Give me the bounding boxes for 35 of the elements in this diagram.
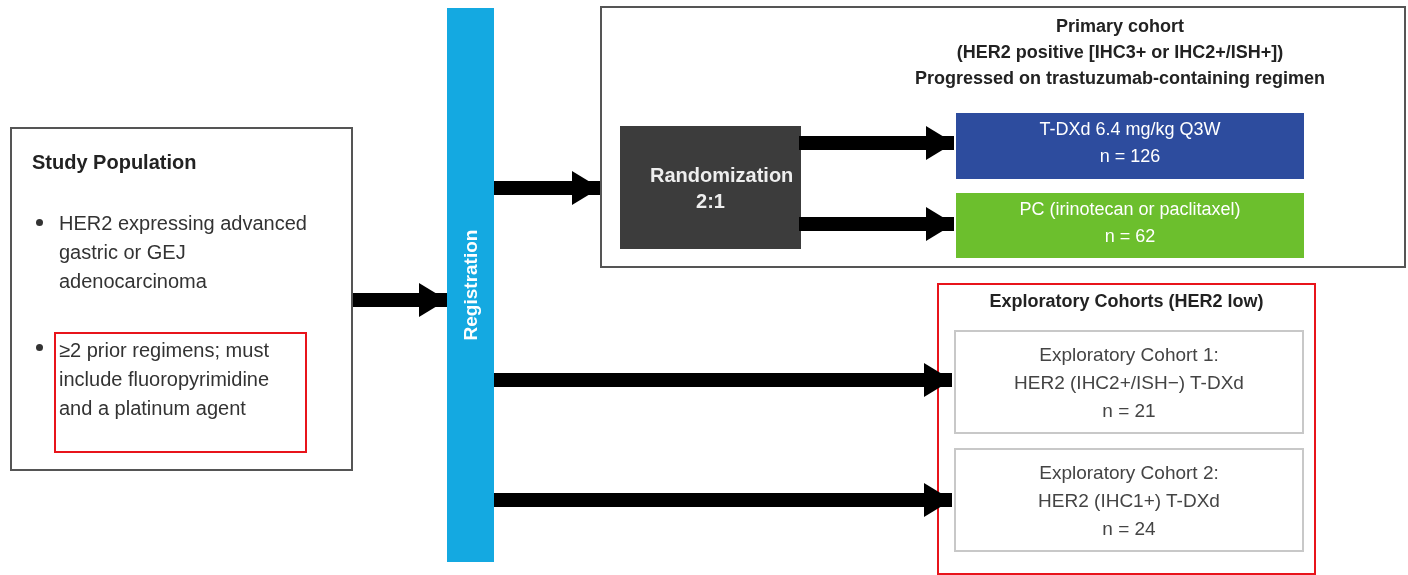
registration-bar	[447, 8, 494, 562]
cohort-criteria: (HER2 positive [IHC3+ or IHC2+/ISH+])	[955, 42, 1285, 63]
arrow	[353, 283, 447, 317]
randomization-label: Randomization 2:1	[649, 163, 795, 214]
cohort-label: Exploratory Cohort 2:	[1038, 462, 1220, 484]
treatment-box	[956, 113, 1304, 179]
cohort-label: HER2 (IHC1+) T-DXd	[1037, 490, 1221, 512]
cohort-label: Exploratory Cohort 1:	[1038, 344, 1220, 366]
cohort-panel	[600, 6, 1406, 268]
study-population-box	[10, 127, 353, 471]
cohort-label: n = 24	[1101, 518, 1157, 540]
registration-label: Registration	[459, 229, 482, 341]
arm-label: PC (irinotecan or paclitaxel)	[1018, 199, 1242, 220]
cohort-panel	[937, 283, 1316, 575]
arm-label: T-DXd 6.4 mg/kg Q3W	[1038, 119, 1222, 140]
arrow	[494, 171, 600, 205]
arm-label: n = 62	[1103, 226, 1157, 247]
arrow	[494, 483, 952, 517]
treatment-box	[956, 193, 1304, 258]
arrow	[799, 126, 954, 160]
cohort-box	[954, 448, 1304, 552]
arm-label: n = 126	[1098, 146, 1162, 167]
cohort-heading: Exploratory Cohorts (HER2 low)	[988, 291, 1265, 312]
criteria-text: HER2 expressing advanced gastric or GEJ adenocarcinoma	[59, 211, 308, 294]
heading: Study Population	[32, 151, 198, 174]
cohort-criteria: Progressed on trastuzumab-containing regimen	[913, 68, 1327, 89]
cohort-label: HER2 (IHC2+/ISH−) T-DXd	[1013, 372, 1245, 394]
cohort-box	[954, 330, 1304, 434]
cohort-label: n = 21	[1101, 400, 1157, 422]
randomization-box	[620, 126, 801, 249]
cohort-heading: Primary cohort	[1054, 16, 1185, 37]
criteria-text: ≥2 prior regimens; must include fluoropyrimidine and a platinum agent	[59, 338, 271, 421]
highlight-box	[54, 332, 307, 453]
arrow	[799, 207, 954, 241]
arrow	[494, 363, 952, 397]
